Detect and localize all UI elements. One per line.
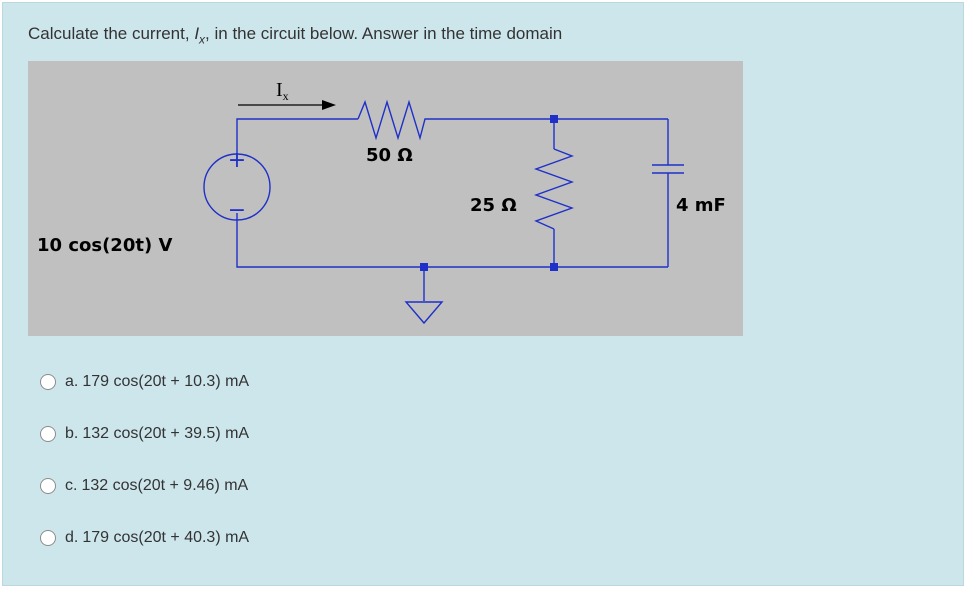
option-b[interactable]: b.132 cos(20t + 39.5) mA [40, 423, 249, 445]
wire-top-left [236, 118, 358, 161]
circuit-wires [236, 118, 669, 301]
circuit-background [28, 61, 743, 336]
circuit-diagram: Ix + − 50 Ω 25 Ω 4 mF [28, 61, 743, 336]
question-text-after: , in the circuit below. Answer in the ti… [205, 24, 563, 43]
option-c[interactable]: c.132 cos(20t + 9.46) mA [40, 475, 249, 497]
wire-bottom [236, 213, 668, 268]
current-arrow-head [322, 100, 336, 110]
question-var-sub: x [199, 32, 206, 47]
option-a-label[interactable]: a.179 cos(20t + 10.3) mA [65, 373, 250, 390]
option-c-radio[interactable] [40, 478, 56, 494]
source-label: 10 cos(20t) V [37, 235, 172, 256]
node-bottom-right [550, 263, 558, 271]
ground-icon [404, 301, 444, 325]
node-ground [420, 263, 428, 271]
capacitor-label: 4 mF [676, 195, 726, 216]
answer-options: a.179 cos(20t + 10.3) mA b.132 cos(20t +… [40, 371, 249, 579]
voltage-source [203, 153, 271, 221]
question-var: I [194, 24, 200, 43]
resistor1-label: 50 Ω [366, 145, 413, 166]
current-label: Ix [276, 79, 289, 103]
option-a[interactable]: a.179 cos(20t + 10.3) mA [40, 371, 249, 393]
node-top [550, 115, 558, 123]
source-minus-sign: − [228, 198, 246, 223]
resistor-50-ohm [357, 99, 432, 141]
option-a-radio[interactable] [40, 374, 56, 390]
option-d[interactable]: d.179 cos(20t + 40.3) mA [40, 527, 249, 549]
option-c-label[interactable]: c.132 cos(20t + 9.46) mA [65, 477, 249, 494]
option-d-radio[interactable] [40, 530, 56, 546]
resistor2-label: 25 Ω [470, 195, 517, 216]
question-text-before: Calculate the current, [28, 24, 195, 43]
question-text: Calculate the current, Ix, in the circui… [28, 24, 562, 46]
option-d-label[interactable]: d.179 cos(20t + 40.3) mA [65, 529, 250, 546]
option-b-radio[interactable] [40, 426, 56, 442]
resistor-25-ohm [533, 148, 575, 230]
option-b-label[interactable]: b.132 cos(20t + 39.5) mA [65, 425, 250, 442]
source-plus-sign: + [228, 148, 246, 173]
